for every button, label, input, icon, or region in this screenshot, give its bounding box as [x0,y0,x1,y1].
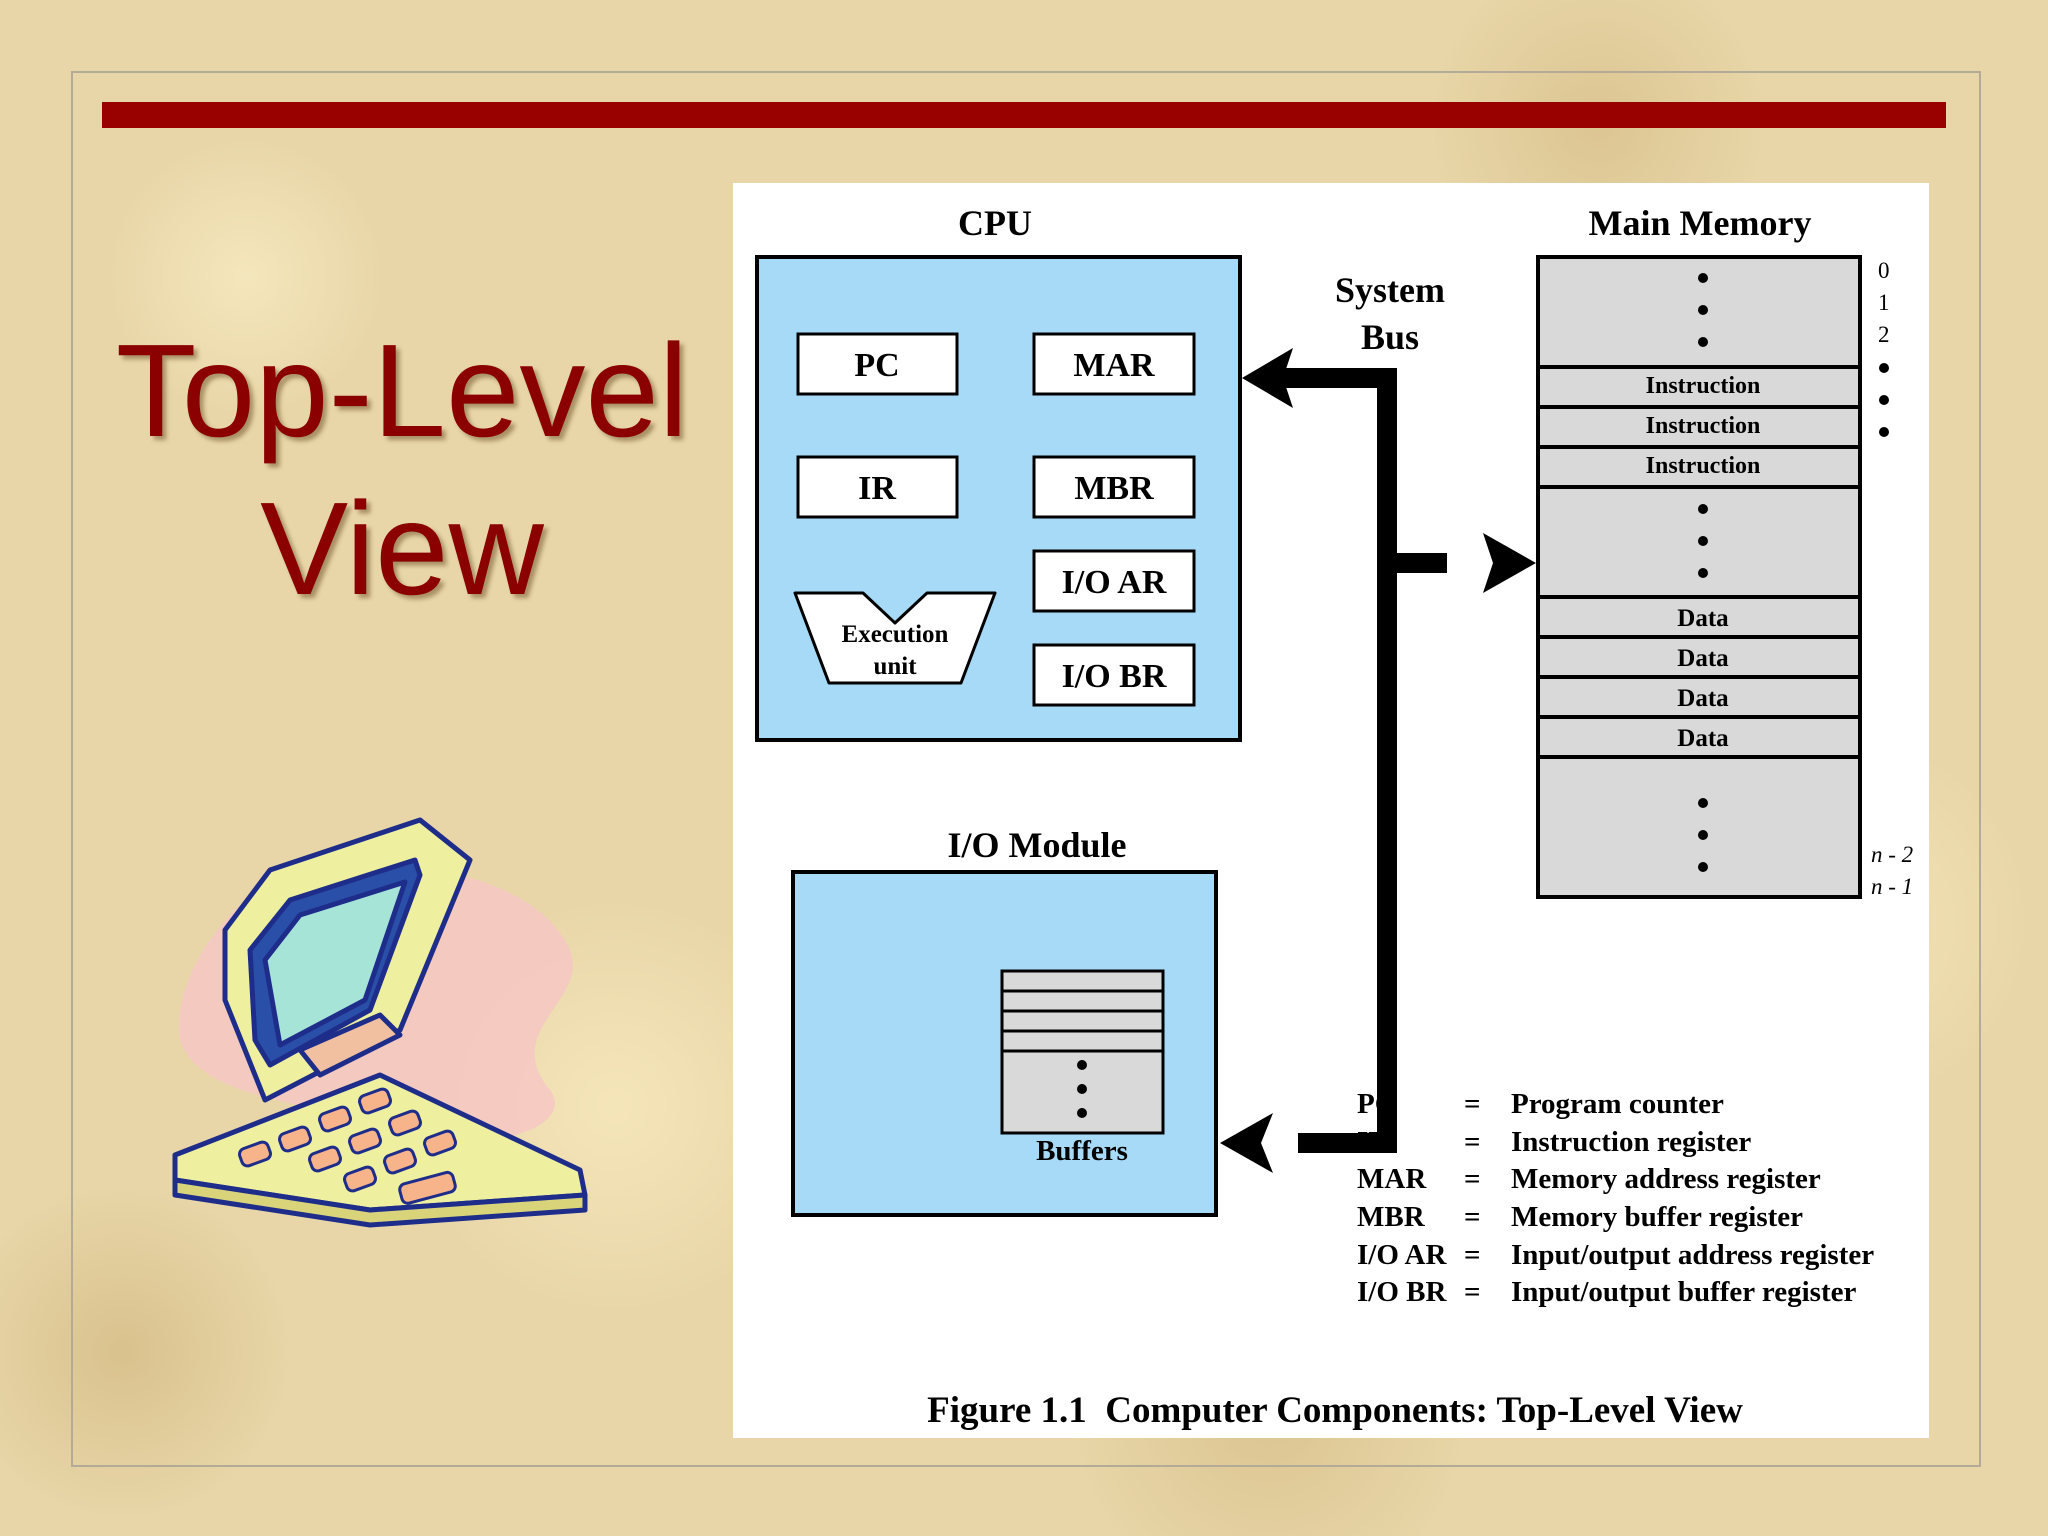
legend-eq: = [1464,1276,1481,1308]
slide-frame [71,71,1981,1467]
title-accent-bar [102,102,1946,128]
slide-title: Top-Level View [82,312,722,628]
memory-cell-instruction-3-label: Instruction [1646,453,1761,479]
main-memory-label: Main Memory [1589,203,1812,243]
bus-link-memory [1377,553,1447,573]
io-buffers-ellipsis-dots [1077,1060,1087,1118]
memory-ellipsis-dots [1698,273,1708,872]
system-bus-trunk [1377,368,1397,1153]
legend-meaning: Memory buffer register [1511,1201,1803,1233]
register-mbr: MBR [1032,455,1196,519]
bus-arrow-to-io [1220,1113,1273,1173]
memory-cell-data-2-label: Data [1677,645,1729,672]
io-module-label: I/O Module [947,825,1126,865]
register-io-ar: I/O AR [1032,549,1196,613]
memory-cell-data-1 [1536,595,1862,639]
memory-cell-data-4-label: Data [1677,725,1729,752]
memory-address-n-minus-1: n - 1 [1871,874,1913,899]
legend-eq: = [1464,1239,1481,1271]
memory-address-2: 2 [1878,322,1890,347]
legend-abbr: PC [1357,1088,1396,1120]
memory-address-n-minus-2: n - 2 [1871,842,1913,867]
register-mbr-label: MBR [1074,470,1154,507]
figure-panel: CPU PC MAR IR MBR I/O AR I/O BR Execu [733,183,1929,1438]
register-mar-label: MAR [1073,347,1155,384]
memory-address-ellipsis-dots [1879,363,1889,437]
slide-title-line-2: View [260,475,544,622]
figure-caption: Figure 1.1 Computer Components: Top-Leve… [927,1390,1743,1431]
legend-meaning: Input/output address register [1511,1239,1874,1271]
legend-abbr: MAR [1357,1163,1427,1195]
legend: PC = Program counter IR = Instruction re… [1357,1088,1874,1308]
memory-cell-data-2 [1536,635,1862,679]
register-io-ar-label: I/O AR [1062,564,1167,601]
memory-block-bottom [1536,755,1862,899]
legend-abbr: IR [1357,1126,1390,1158]
bus-link-io [1298,1133,1397,1153]
cpu-label: CPU [958,203,1032,243]
memory-cell-instruction-1-label: Instruction [1646,373,1761,399]
legend-eq: = [1464,1126,1481,1158]
system-bus-label-line-2: Bus [1361,317,1419,357]
memory-cell-instruction-3 [1536,445,1862,489]
system-bus [1220,348,1536,1173]
register-ir: IR [796,455,959,519]
legend-meaning: Input/output buffer register [1511,1276,1856,1308]
memory-cell-instruction-2-label: Instruction [1646,413,1761,439]
memory-address-0: 0 [1878,258,1890,283]
memory-address-1: 1 [1878,290,1890,315]
legend-meaning: Memory address register [1511,1163,1821,1195]
bus-link-cpu [1283,368,1397,388]
bus-arrow-to-memory [1483,533,1536,593]
legend-abbr: I/O BR [1357,1276,1447,1308]
legend-abbr: MBR [1357,1201,1426,1233]
legend-meaning: Program counter [1511,1088,1724,1120]
execution-unit: Execution unit [793,591,997,685]
memory-cell-data-1-label: Data [1677,605,1729,632]
register-pc: PC [796,332,959,396]
memory-cell-data-3 [1536,675,1862,719]
legend-meaning: Instruction register [1511,1126,1751,1158]
legend-eq: = [1464,1163,1481,1195]
system-bus-label-line-1: System [1335,270,1445,310]
memory-cell-data-4 [1536,715,1862,759]
register-pc-label: PC [854,347,899,384]
register-ir-label: IR [858,470,896,507]
legend-abbr: I/O AR [1357,1239,1447,1271]
legend-eq: = [1464,1201,1481,1233]
register-mar: MAR [1032,332,1196,396]
io-buffers-label: Buffers [1036,1135,1128,1167]
register-io-br: I/O BR [1032,643,1196,707]
slide-title-line-1: Top-Level [115,317,689,464]
bus-arrow-to-cpu [1242,348,1293,408]
computer-clipart-icon [172,817,588,1228]
execution-unit-label-line-1: Execution [842,621,949,648]
top-level-view-diagram: CPU PC MAR IR MBR I/O AR I/O BR Execu [755,203,1913,1431]
register-io-br-label: I/O BR [1062,658,1167,695]
legend-eq: = [1464,1088,1481,1120]
execution-unit-label-line-2: unit [873,653,917,680]
memory-cell-data-3-label: Data [1677,685,1729,712]
